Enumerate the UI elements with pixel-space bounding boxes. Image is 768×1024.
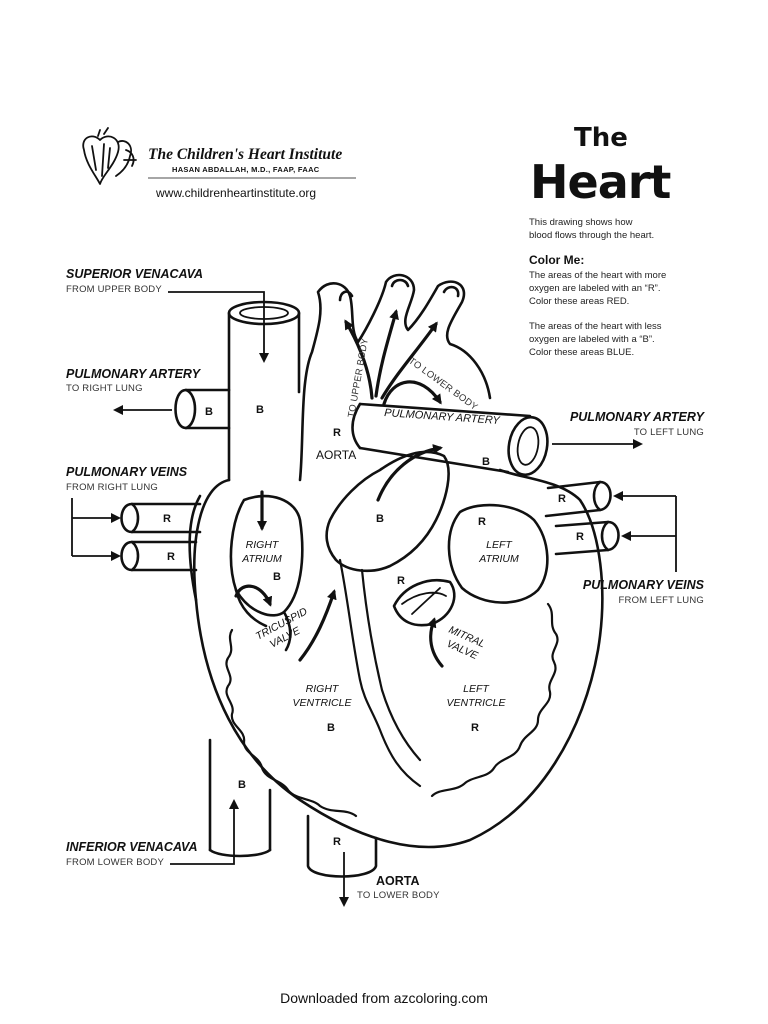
institute-doctor: HASAN ABDALLAH, M.D., FAAP, FAAC (172, 165, 320, 174)
label-pa-left-sub: TO LEFT LUNG (634, 427, 704, 438)
leader-svc (168, 291, 269, 363)
septum-inner (360, 568, 422, 762)
flow-arrow-mitral (426, 617, 444, 668)
institute-website[interactable]: www.childrenheartinstitute.org (155, 186, 316, 200)
institute-logo: The Children's Heart Institute HASAN ABD… (82, 127, 356, 200)
left-ventricle-wall (430, 602, 559, 798)
label-svc-title: SUPERIOR VENACAVA (66, 267, 203, 281)
label-pa-right-sub: TO RIGHT LUNG (66, 383, 143, 394)
marker-pulmonary-trunk: B (376, 513, 384, 525)
marker-lv-outflow: R (397, 575, 405, 587)
marker-right-atrium: B (273, 571, 281, 583)
blue-line-3: Color these areas BLUE. (529, 347, 634, 358)
label-pv-right-sub: FROM RIGHT LUNG (66, 482, 158, 493)
heart-logo-icon (82, 127, 137, 185)
label-right-atrium-2: ATRIUM (241, 553, 282, 565)
flow-arrow-to-lower (382, 380, 442, 406)
label-left-ventricle-1: LEFT (463, 683, 490, 695)
label-aorta-lower-sub: TO LOWER BODY (357, 890, 440, 901)
flow-arrow-rv-up (298, 589, 337, 662)
flow-arrow-aorta-branch-1 (344, 319, 374, 400)
marker-aorta-arch: R (333, 427, 341, 439)
red-line-2: oxygen are labeled with an “R”. (529, 283, 661, 294)
title-heart: Heart (530, 155, 670, 209)
label-svc-sub: FROM UPPER BODY (66, 284, 162, 295)
right-pulmonary-veins (120, 502, 202, 572)
marker-left-ventricle: R (471, 722, 479, 734)
label-aorta-lower-title: AORTA (376, 874, 420, 888)
label-aorta-inner: AORTA (316, 448, 356, 462)
label-ivc-sub: FROM LOWER BODY (66, 857, 164, 868)
mitral-valve (392, 579, 456, 627)
label-ivc-title: INFERIOR VENACAVA (66, 840, 198, 854)
label-pa-left-title: PULMONARY ARTERY (570, 410, 706, 424)
right-pulmonary-artery (174, 388, 231, 430)
marker-right-ventricle: B (327, 722, 335, 734)
marker-pa-right: B (205, 406, 213, 418)
marker-pv-left-upper: R (558, 493, 566, 505)
blood-flow-arrows (234, 309, 444, 668)
heart-diagram: TO UPPER BODY TO LOWER BODY PULMONARY AR… (120, 273, 620, 878)
aortic-arch (298, 273, 492, 482)
heart-outline (193, 468, 604, 849)
marker-ivc: B (238, 779, 246, 791)
red-line-3: Color these areas RED. (529, 296, 629, 307)
flow-arrow-pulmonary (376, 444, 443, 502)
label-pv-right-title: PULMONARY VEINS (66, 465, 188, 479)
marker-pv-left-lower: R (576, 531, 584, 543)
label-right-ventricle-1: RIGHT (306, 683, 340, 695)
institute-name: The Children's Heart Institute (148, 146, 342, 163)
blue-line-2: oxygen are labeled with a “B”. (529, 334, 655, 345)
marker-pa-left: B (482, 456, 490, 468)
label-pv-left-title: PULMONARY VEINS (583, 578, 705, 592)
red-line-1: The areas of the heart with more (529, 270, 666, 281)
left-pulmonary-veins (544, 480, 620, 556)
label-pa-right-title: PULMONARY ARTERY (66, 367, 202, 381)
flow-arrow-aorta-branch-3 (380, 321, 438, 400)
label-right-atrium-1: RIGHT (246, 539, 280, 551)
footer-credit[interactable]: Downloaded from azcoloring.com (280, 990, 488, 1006)
oxygen-markers: B B R B B R R B R R R R B R B R (163, 404, 584, 848)
marker-pv-right-upper: R (163, 513, 171, 525)
right-ventricle-wall (225, 628, 358, 818)
outer-labels: SUPERIOR VENACAVA FROM UPPER BODY PULMON… (66, 267, 706, 907)
page-title: The Heart (530, 123, 671, 209)
septum (338, 558, 422, 788)
left-atrium-chamber (447, 503, 549, 604)
marker-svc: B (256, 404, 264, 416)
instructions: This drawing shows how blood flows throu… (529, 217, 666, 358)
blue-line-1: The areas of the heart with less (529, 321, 662, 332)
pulmonary-artery-trunk (351, 402, 549, 477)
marker-aorta-lower: R (333, 836, 341, 848)
label-left-atrium-2: ATRIUM (478, 553, 519, 565)
label-left-atrium-1: LEFT (486, 539, 513, 551)
intro-line-2: blood flows through the heart. (529, 230, 654, 241)
color-me-heading: Color Me: (529, 253, 584, 267)
flow-arrow-aorta-branch-2 (374, 309, 399, 398)
inferior-vena-cava (208, 738, 272, 858)
label-right-ventricle-2: VENTRICLE (293, 697, 353, 709)
title-the: The (574, 123, 628, 153)
label-left-ventricle-2: VENTRICLE (447, 697, 507, 709)
leader-ivc (170, 799, 239, 865)
descending-aorta (306, 814, 378, 878)
marker-pv-right-lower: R (167, 551, 175, 563)
intro-line-1: This drawing shows how (529, 217, 633, 228)
flow-arrow-tricuspid (234, 584, 273, 607)
marker-left-atrium: R (478, 516, 486, 528)
label-pv-left-sub: FROM LEFT LUNG (619, 595, 705, 606)
aortic-outflow (325, 450, 450, 573)
